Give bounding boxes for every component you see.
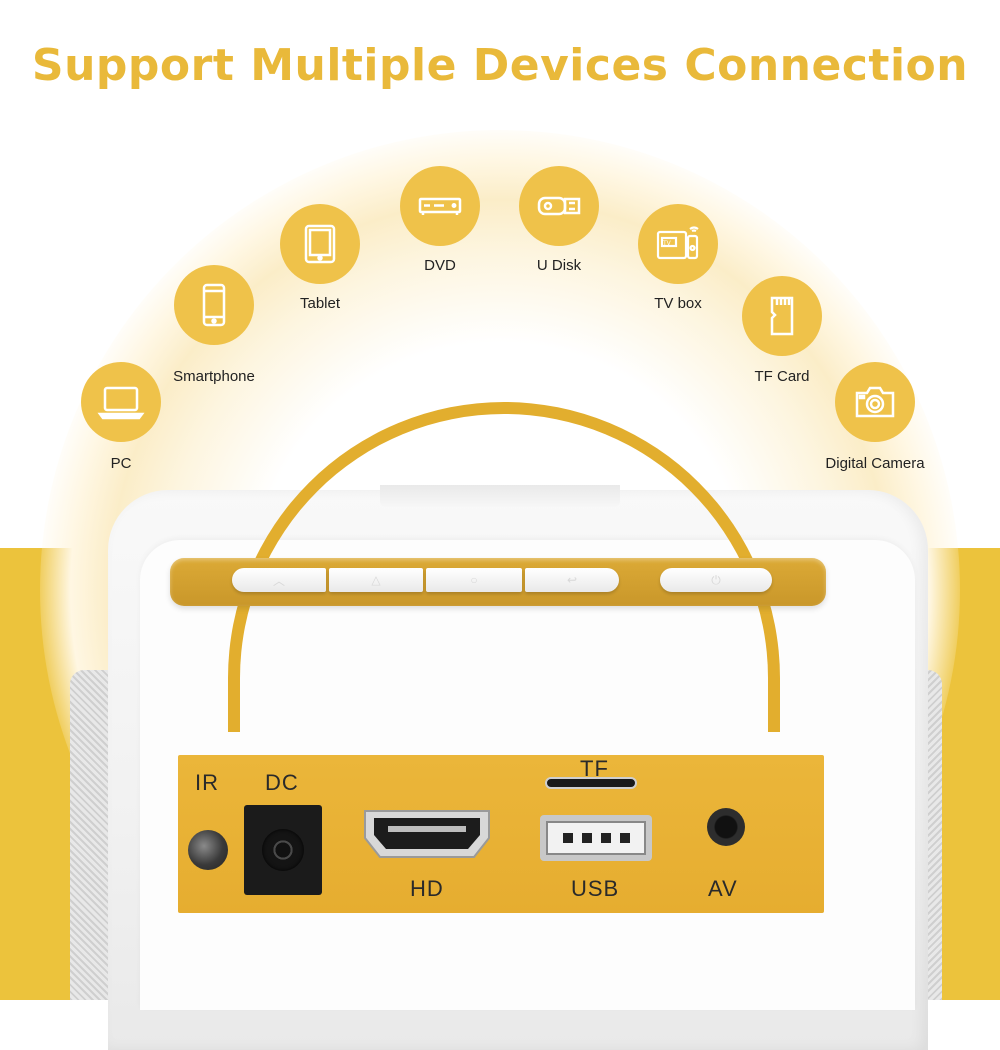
tf-label: TF (580, 756, 609, 781)
device-label-tablet: Tablet (299, 295, 341, 312)
device-dvd (400, 166, 480, 246)
device-tf-card (742, 276, 822, 356)
device-label-pc: PC (110, 455, 132, 472)
device-pc (81, 362, 161, 442)
up-button[interactable]: ︿ (232, 568, 326, 592)
dvd-player-icon (400, 166, 480, 246)
device-label-tf-card: TF Card (754, 368, 810, 385)
device-label-dvd: DVD (424, 257, 456, 274)
usb-port[interactable] (540, 815, 652, 861)
headline: Support Multiple Devices Connection (31, 40, 969, 91)
back-button[interactable]: ↩ (525, 568, 619, 592)
usb-label: USB (571, 876, 620, 901)
svg-text:TV: TV (662, 240, 672, 247)
return-icon: ↩ (566, 573, 578, 587)
chevron-up-icon: ︿ (272, 573, 285, 588)
camera-icon (835, 362, 915, 442)
device-label-digital-camera: Digital Camera (825, 455, 925, 472)
device-tablet (280, 204, 360, 284)
triangle-icon: △ (371, 573, 381, 587)
usb-drive-icon (519, 166, 599, 246)
av-jack[interactable] (707, 808, 745, 846)
device-label-tv-box: TV box (654, 295, 702, 312)
laptop-icon (81, 362, 161, 442)
device-label-u-disk: U Disk (536, 257, 582, 274)
power-button[interactable]: ⏻ (660, 568, 772, 592)
ir-receiver (188, 830, 228, 870)
circle-icon: ○ (470, 573, 478, 587)
speaker-grille-left (70, 670, 108, 1000)
tv-box-icon: TV (638, 204, 718, 284)
tf-card-slot[interactable] (545, 777, 637, 789)
av-label: AV (708, 876, 738, 901)
ir-label: IR (195, 770, 219, 795)
hd-label: HD (410, 876, 444, 901)
dc-label: DC (265, 770, 299, 795)
device-smartphone (174, 265, 254, 345)
sd-card-icon (742, 276, 822, 356)
hdmi-port[interactable] (362, 808, 492, 860)
device-u-disk (519, 166, 599, 246)
device-tv-box: TV (638, 204, 718, 284)
device-digital-camera (835, 362, 915, 442)
dc-power-port[interactable] (244, 805, 322, 895)
power-icon: ⏻ (711, 572, 721, 587)
device-label-smartphone: Smartphone (173, 368, 255, 385)
menu-button[interactable]: △ (329, 568, 423, 592)
smartphone-icon (174, 265, 254, 345)
ok-button[interactable]: ○ (426, 568, 522, 592)
tablet-icon (280, 204, 360, 284)
